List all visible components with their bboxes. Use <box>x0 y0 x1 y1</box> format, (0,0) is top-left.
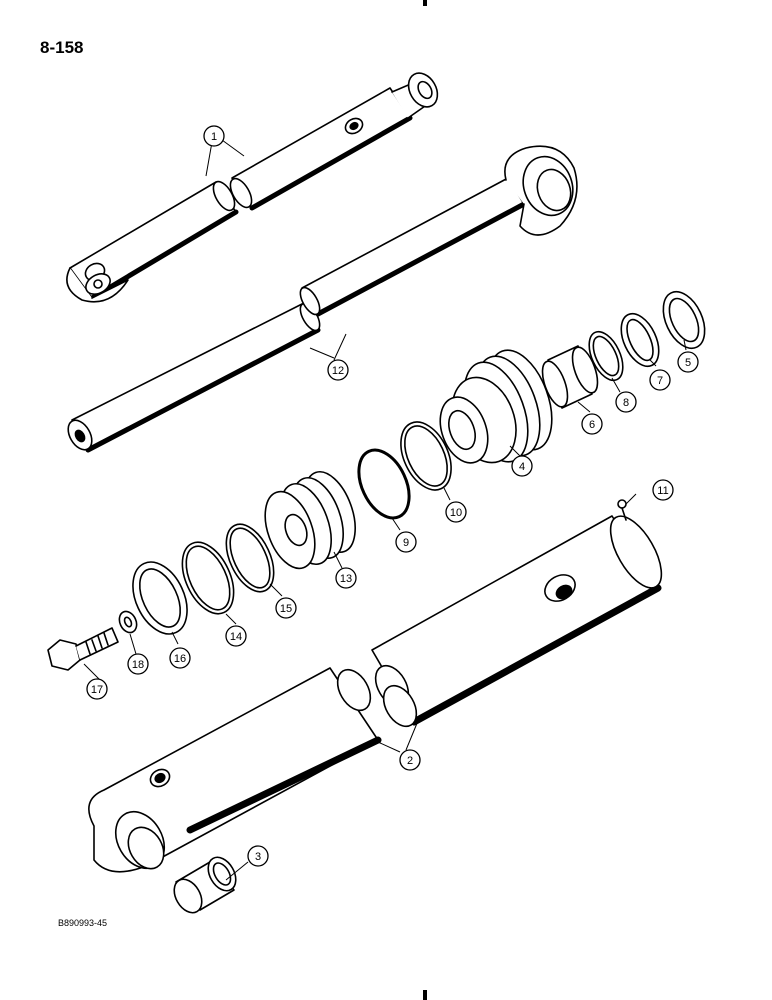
callout-5: 5 <box>677 351 699 373</box>
callout-label: 5 <box>685 357 691 369</box>
callout-circle <box>203 125 225 147</box>
callout-label: 17 <box>91 684 103 696</box>
callout-6: 6 <box>581 413 603 435</box>
bushing-drawing <box>173 856 237 914</box>
piston-drawing <box>264 471 356 570</box>
seal-ring-14-drawing <box>181 541 235 615</box>
callout-circle <box>127 653 149 675</box>
bottom-registration-mark <box>423 990 427 1000</box>
callout-7: 7 <box>649 369 671 391</box>
callout-circle <box>327 359 349 381</box>
rod-seal-drawing <box>620 312 660 368</box>
callout-13: 13 <box>335 567 357 589</box>
figure-code: B890993-45 <box>58 918 108 928</box>
callout-15: 15 <box>275 597 297 619</box>
callout-circle <box>86 678 108 700</box>
callout-label: 9 <box>403 537 409 549</box>
callout-circle <box>615 391 637 413</box>
callout-4: 4 <box>511 455 533 477</box>
top-registration-mark <box>423 0 427 6</box>
callout-label: 14 <box>230 631 242 643</box>
leader-lines <box>83 139 687 881</box>
callout-label: 12 <box>332 365 344 377</box>
callout-label: 6 <box>589 419 595 431</box>
callout-circle <box>581 413 603 435</box>
callout-2: 2 <box>399 749 421 771</box>
bolt-drawing <box>47 627 119 671</box>
callout-17: 17 <box>86 678 108 700</box>
callout-label: 15 <box>280 603 292 615</box>
callout-circle <box>225 625 247 647</box>
o-ring-drawing <box>357 448 411 520</box>
callout-label: 8 <box>623 397 629 409</box>
rod-bushing-drawing <box>541 345 599 409</box>
page-number: 8-158 <box>40 38 84 57</box>
callout-label: 11 <box>657 485 668 497</box>
callout-circle <box>335 567 357 589</box>
wiper-ring-drawing <box>662 290 706 350</box>
callout-label: 1 <box>211 131 217 143</box>
cylinder-barrel-drawing <box>88 515 663 873</box>
cylinder-assembly-drawing <box>66 72 439 303</box>
cylinder-head-drawing <box>439 349 553 464</box>
callout-circle <box>247 845 269 867</box>
callout-label: 4 <box>519 461 525 473</box>
wear-ring-16-drawing <box>132 561 188 635</box>
callout-8: 8 <box>615 391 637 413</box>
callout-11: 11 <box>652 479 674 501</box>
callout-label: 18 <box>132 659 144 671</box>
callout-3: 3 <box>247 845 269 867</box>
backup-ring-10-drawing <box>400 421 452 491</box>
callout-10: 10 <box>445 501 467 523</box>
callout-label: 2 <box>407 755 413 767</box>
callout-12: 12 <box>327 359 349 381</box>
wear-ring-15-drawing <box>225 523 275 593</box>
callout-9: 9 <box>395 531 417 553</box>
callout-circle <box>649 369 671 391</box>
callout-circle <box>677 351 699 373</box>
callout-label: 10 <box>450 507 462 519</box>
callout-circle <box>395 531 417 553</box>
callout-label: 13 <box>340 573 352 585</box>
callout-18: 18 <box>127 653 149 675</box>
callout-label: 7 <box>657 375 663 387</box>
callout-circle <box>652 479 674 501</box>
callout-16: 16 <box>169 647 191 669</box>
callout-14: 14 <box>225 625 247 647</box>
washer-drawing <box>118 610 138 634</box>
callout-circle <box>399 749 421 771</box>
callout-label: 3 <box>255 851 261 863</box>
callout-circle <box>511 455 533 477</box>
callout-circle <box>275 597 297 619</box>
callout-circle <box>169 647 191 669</box>
callout-circle <box>445 501 467 523</box>
callout-label: 16 <box>174 653 186 665</box>
piston-rod-drawing <box>67 145 578 453</box>
callout-1: 1 <box>203 125 225 147</box>
